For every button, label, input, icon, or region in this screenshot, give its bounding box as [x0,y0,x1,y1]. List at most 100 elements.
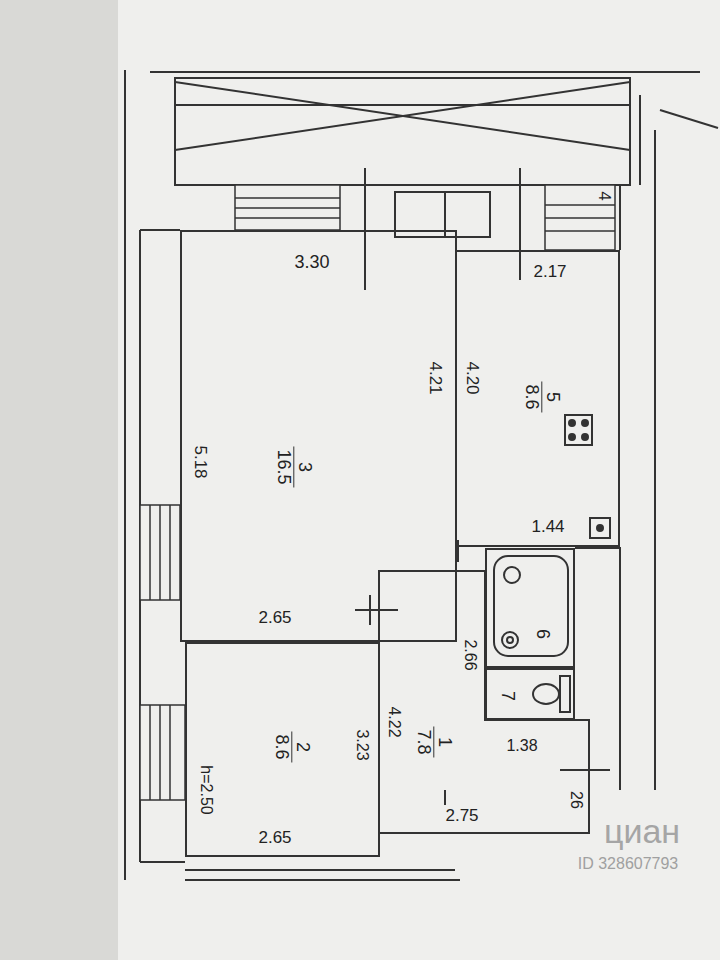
sink-symbol [597,525,603,531]
window-symbol [545,230,615,232]
room-outline-shape [378,570,590,834]
balcony [660,110,718,128]
window-symbol [149,505,151,600]
toilet-symbol [560,676,570,712]
wall-line [185,869,455,871]
wall-line [619,185,621,250]
watermark: циан [604,813,680,850]
room-label: 28.6 [272,731,313,762]
window-symbol [545,217,615,219]
dimension: 5.18 [191,445,210,478]
room-number: 6 [532,626,552,642]
wall-line [140,229,180,231]
dimension: 2.17 [533,263,566,282]
dimension: 2.65 [258,609,291,628]
window-symbol [140,505,180,600]
room-outline: 17.8 [378,570,590,834]
dimension: 1.38 [506,737,537,755]
room-number: 1 [434,726,455,757]
window-symbol [159,705,161,800]
room-outline: 58.6 [455,250,620,547]
room-number: 3 [294,446,315,487]
north-mark: 4 [595,191,614,200]
room-label: 17.8 [414,726,455,757]
wall-line [654,130,656,790]
room-area: 8.6 [522,381,542,412]
door-symbol [444,790,446,805]
dimension: 1.44 [531,518,564,537]
wall-line [150,71,700,73]
door-symbol [355,168,610,805]
dimension: 4.22 [385,706,403,737]
stove-symbol [569,434,575,440]
stove-symbol [582,434,588,440]
room-label: 7 [497,688,517,704]
window-symbol [545,185,615,250]
window-symbol [140,705,185,800]
window-symbol [169,505,171,600]
balcony [175,82,630,150]
room-outline: 28.6 [185,642,380,857]
room-outline: 7 [485,668,575,720]
stove-symbol [569,420,575,426]
dimension: 4.20 [463,361,482,394]
window-symbol [545,204,615,206]
watermark-id: ID 328607793 [578,855,679,873]
bathtub-symbol [494,556,568,656]
room-outline: 6 [485,548,575,668]
wall-line [124,70,126,880]
room-outline: 316.5 [180,230,457,642]
bathtub-symbol [507,637,513,643]
room-label: 58.6 [522,381,563,412]
window-symbol [140,185,615,800]
bathtub-symbol [504,567,520,583]
window-symbol [159,505,161,600]
stove-symbol [565,415,592,445]
stove-symbol [582,420,588,426]
dimension: 3.23 [353,729,371,760]
wall-line [639,95,641,185]
room-outline-path [379,571,589,833]
window-symbol [235,197,340,199]
toilet-symbol [533,676,570,712]
ceiling-height: h=2.50 [197,765,215,814]
door-symbol [369,595,371,625]
page-shadow [0,0,118,960]
wall-line [185,879,460,881]
dimension: 3.30 [294,253,329,273]
dimension: 4.21 [426,361,445,394]
wall-line [619,547,621,790]
dimension: 2.66 [461,639,479,670]
window-symbol [149,705,151,800]
room-label: 316.5 [274,446,315,487]
stove-symbol [565,415,592,445]
dimension: 26 [567,791,585,809]
balcony [175,78,630,185]
window-symbol [235,217,340,219]
window-symbol [235,185,340,230]
dimension: 2.75 [445,807,478,826]
room-area: 8.6 [272,731,292,762]
dimension: 2.65 [258,829,291,848]
room-number: 2 [292,731,313,762]
door-symbol [560,769,610,771]
wall-line [140,861,185,863]
sink-symbol [590,518,610,538]
room-number: 5 [542,381,563,412]
sink-symbol [590,518,610,538]
room-area: 16.5 [274,446,294,487]
room-number: 7 [497,688,517,704]
wall-line [125,70,700,880]
bathtub-symbol [494,556,568,656]
door-symbol [355,609,398,611]
door-symbol [519,168,521,280]
bathtub-symbol [502,632,518,648]
window-symbol [235,207,340,209]
room-area: 7.8 [414,726,434,757]
balcony [175,78,718,185]
room-label: 6 [532,626,552,642]
toilet-symbol [533,684,559,704]
balcony [175,104,630,106]
door-symbol [364,168,366,290]
door-symbol [457,540,459,562]
